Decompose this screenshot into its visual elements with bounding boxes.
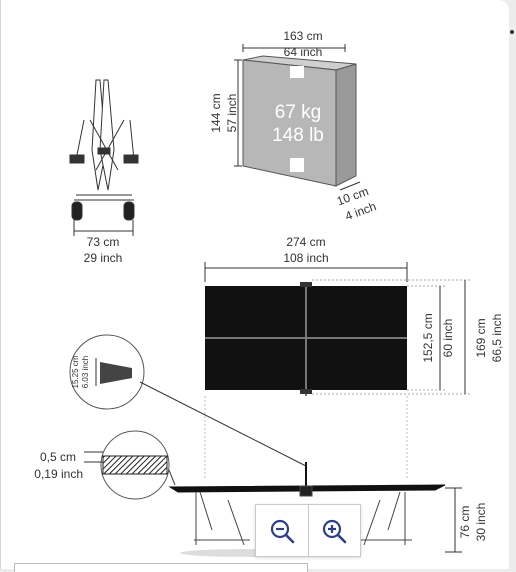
zoom-in-button[interactable]	[307, 505, 361, 556]
table-length-inch: 108 inch	[283, 251, 328, 265]
zoom-in-icon	[323, 519, 347, 543]
net-detail	[69, 334, 307, 467]
thickness-detail	[84, 430, 176, 500]
side-width-cm: 73 cm	[87, 235, 120, 249]
folded-width-inch: 64 inch	[284, 45, 323, 59]
table-height-inch: 30 inch	[474, 503, 488, 542]
overall-width-cm: 169 cm	[474, 318, 488, 357]
bottom-panel	[14, 563, 308, 572]
folded-height-inch: 57 inch	[225, 94, 239, 133]
net-height-cm: 15.25 cm	[71, 355, 80, 388]
menu-dot[interactable]	[510, 30, 514, 34]
weight-kg: 67 kg	[275, 102, 321, 123]
zoom-out-icon	[270, 519, 295, 543]
thickness-inch: 0,19 inch	[34, 467, 83, 481]
zoom-out-button[interactable]	[256, 505, 308, 556]
folded-side-view	[69, 79, 139, 236]
table-height-cm: 76 cm	[458, 506, 472, 539]
table-length-cm: 274 cm	[286, 235, 325, 249]
table-width-inch: 60 inch	[441, 319, 455, 358]
folded-height-cm: 144 cm	[209, 93, 223, 132]
zoom-controls	[255, 504, 361, 557]
overall-width-inch: 66,5 inch	[490, 314, 504, 363]
thickness-cm: 0,5 cm	[40, 450, 76, 464]
folded-width-cm: 163 cm	[283, 29, 322, 43]
table-width-cm: 152,5 cm	[421, 313, 435, 362]
side-width-inch: 29 inch	[84, 251, 123, 265]
net-height-inch: 6.03 inch	[81, 356, 90, 388]
table-top-view	[204, 262, 470, 480]
folded-box	[234, 44, 361, 191]
weight-lb: 148 lb	[272, 125, 324, 146]
